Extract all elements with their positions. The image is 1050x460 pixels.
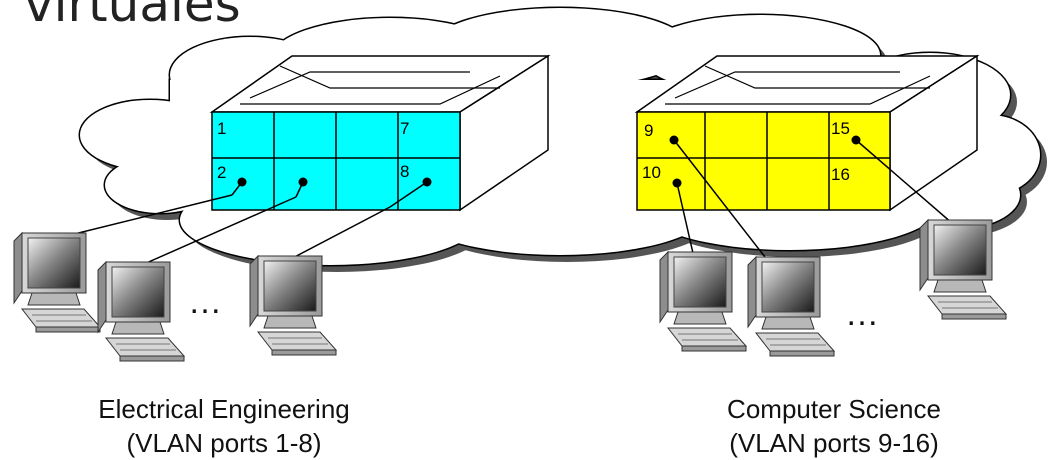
- computers: [13, 218, 1008, 362]
- port-label-1: 1: [217, 119, 226, 138]
- port-label-8: 8: [400, 162, 409, 181]
- caption-line-1: Electrical Engineering: [98, 394, 350, 424]
- port-label-16: 16: [831, 165, 850, 184]
- computer-icon: [919, 218, 1008, 320]
- port-label-2: 2: [217, 163, 226, 182]
- ellipsis-cs: …: [845, 295, 882, 333]
- caption-line-2: (VLAN ports 1-8): [126, 428, 322, 458]
- computer-icon: [659, 250, 748, 352]
- ellipsis-ee: …: [188, 283, 225, 321]
- computer-icon: [97, 260, 186, 362]
- caption-electrical-engineering: Electrical Engineering (VLAN ports 1-8): [98, 392, 349, 460]
- switch-cs: 9 10 15 16: [634, 54, 980, 212]
- port-label-15: 15: [831, 119, 850, 138]
- computer-icon: [249, 254, 338, 356]
- switch-ee: 1 2 7 8: [209, 54, 551, 212]
- port-label-7: 7: [400, 119, 409, 138]
- port-label-9: 9: [644, 121, 653, 140]
- caption-computer-science: Computer Science (VLAN ports 9-16): [727, 392, 941, 460]
- port-label-10: 10: [642, 163, 661, 182]
- caption-line-2: (VLAN ports 9-16): [729, 428, 939, 458]
- computer-icon: [13, 231, 102, 333]
- caption-line-1: Computer Science: [727, 394, 941, 424]
- page-title: virtuales: [24, 0, 241, 33]
- computer-icon: [747, 255, 836, 357]
